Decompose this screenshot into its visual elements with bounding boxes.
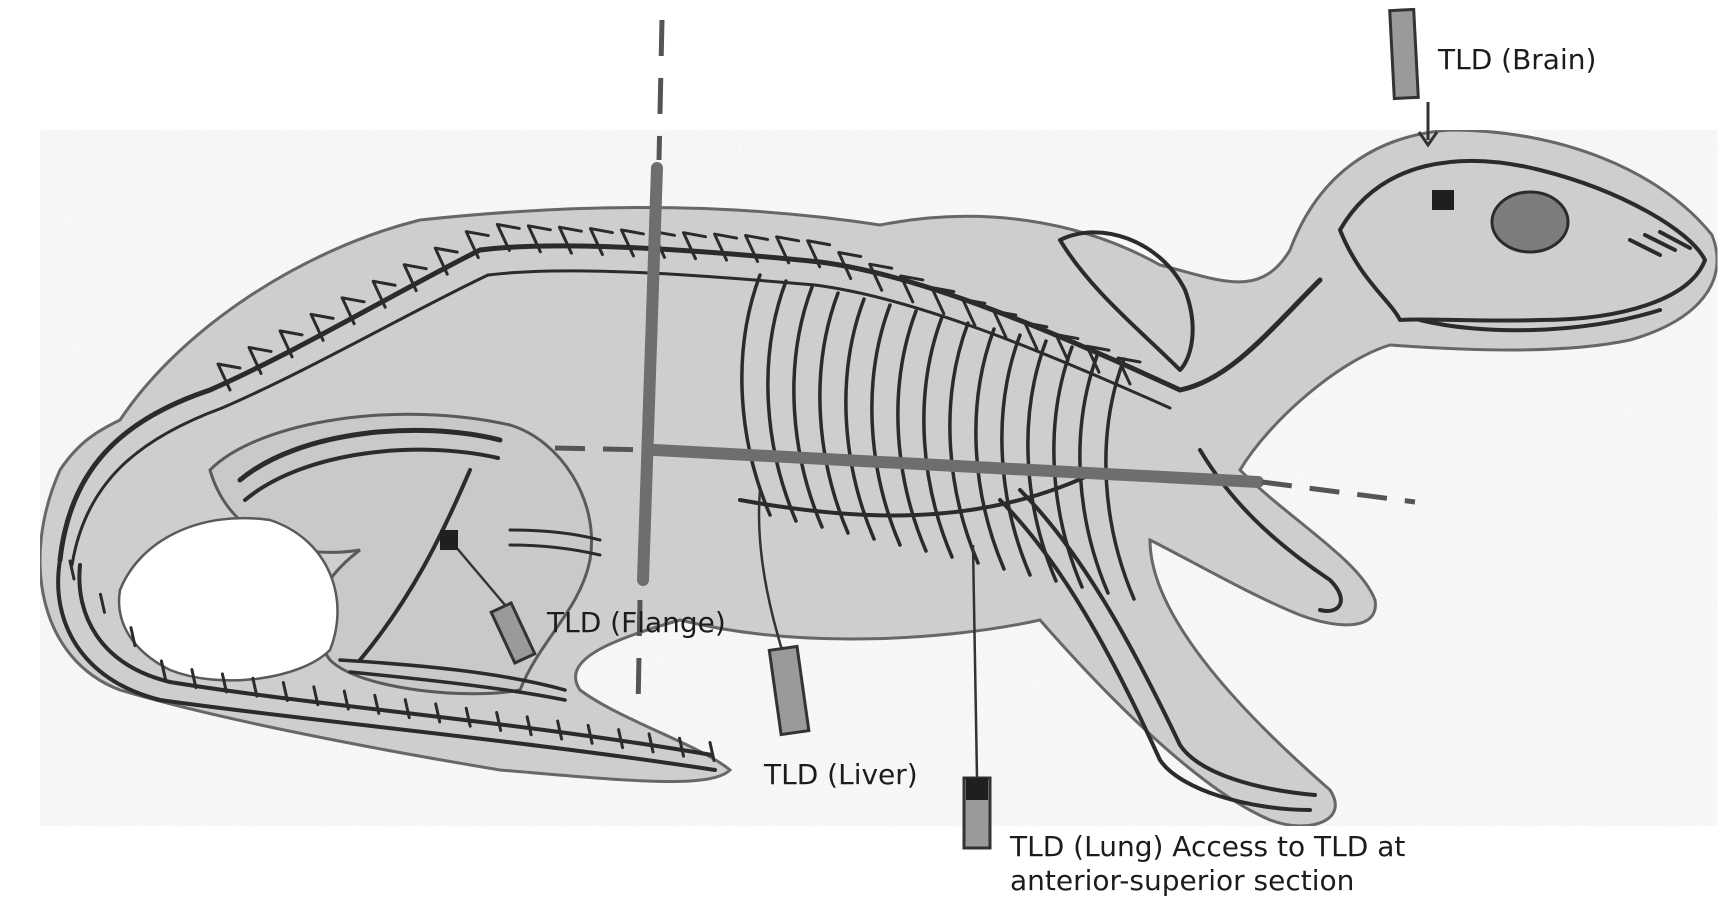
label-tld-lung-line1: TLD (Lung) Access to TLD at	[1010, 830, 1405, 864]
tld-lung-cap	[966, 778, 988, 800]
label-tld-flange: TLD (Flange)	[547, 606, 726, 640]
label-tld-lung-line2: anterior-superior section	[1010, 864, 1405, 898]
tld-brain-chip	[1390, 9, 1419, 98]
tld-liver-chip	[769, 646, 809, 734]
label-tld-lung: TLD (Lung) Access to TLD at anterior-sup…	[1010, 830, 1405, 898]
horizontal-rod-dash-right	[1262, 482, 1415, 502]
vertical-rod-dash-top	[659, 20, 662, 160]
label-tld-brain: TLD (Brain)	[1438, 43, 1596, 77]
tld-brain-implant	[1432, 190, 1454, 210]
eye-socket	[1492, 192, 1568, 252]
label-tld-liver: TLD (Liver)	[764, 758, 918, 792]
tld-flange-implant	[440, 530, 458, 550]
